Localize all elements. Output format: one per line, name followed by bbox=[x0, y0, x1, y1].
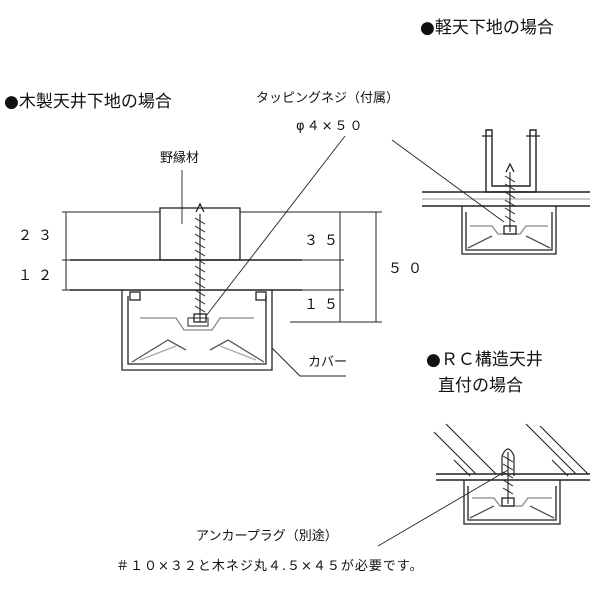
dimension-12: １２ bbox=[18, 268, 58, 284]
anchor-plug bbox=[501, 448, 515, 476]
dimensions-left bbox=[62, 211, 160, 291]
tapping-screw-light bbox=[503, 162, 517, 235]
dimension-50: ５０ bbox=[388, 261, 428, 277]
cover-leader bbox=[271, 347, 346, 377]
heading-light-ceiling: ●軽天下地の場合 bbox=[420, 18, 554, 38]
c-channel bbox=[485, 129, 537, 193]
tapping-screw-wood bbox=[193, 202, 207, 323]
screw-size-label: φ４×５０ bbox=[296, 119, 365, 134]
dimensions-right bbox=[240, 211, 382, 323]
cover-label: カバー bbox=[308, 355, 348, 370]
screw-leader-light bbox=[391, 139, 505, 223]
requirement-note: ＃１０×３２と木ネジ丸４.５×４５が必要です。 bbox=[116, 559, 424, 574]
heading-wood-ceiling: ●木製天井下地の場合 bbox=[4, 92, 172, 112]
dimension-35: ３５ bbox=[304, 233, 344, 249]
wood-screw-rc bbox=[501, 452, 515, 507]
light-ceiling-drawing bbox=[391, 129, 590, 255]
anchor-label: アンカープラグ（別途） bbox=[196, 529, 338, 544]
rc-ceiling-drawing bbox=[377, 423, 590, 547]
wood-ceiling-drawing bbox=[62, 135, 382, 377]
fixture-housing-light bbox=[461, 206, 557, 255]
heading-rc-direct: 直付の場合 bbox=[438, 376, 523, 396]
dimension-23: ２３ bbox=[18, 228, 58, 244]
screw-leader-wood bbox=[205, 135, 346, 317]
joist-label: 野縁材 bbox=[160, 151, 200, 166]
dimension-15: １５ bbox=[304, 297, 344, 313]
heading-rc-ceiling: ●ＲＣ構造天井 bbox=[426, 350, 543, 370]
anchor-leader bbox=[377, 469, 509, 547]
fixture-housing-rc bbox=[463, 480, 561, 525]
fixture-housing-wood bbox=[121, 290, 273, 371]
concrete-slab bbox=[433, 423, 590, 481]
screw-label: タッピングネジ（付属） bbox=[256, 91, 400, 106]
